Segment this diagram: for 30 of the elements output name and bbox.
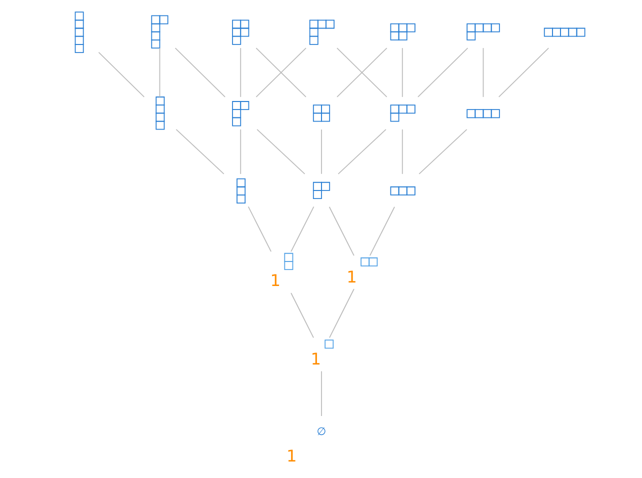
node-label: 1 [286,446,296,466]
node-text: ∅ [316,425,326,438]
connector [256,129,305,174]
connector [336,48,387,98]
connector [240,48,241,98]
connector [418,129,467,174]
connector [320,370,322,416]
node-label: 1 [346,267,356,286]
connector [368,206,394,256]
node-label: 1 [310,350,320,369]
connector [498,48,549,98]
connector [174,48,225,98]
connector [417,48,468,98]
connector [337,129,386,174]
connector [175,129,224,174]
connector [290,292,314,338]
connector [255,48,306,98]
connector [158,48,160,98]
connector [401,129,402,174]
connector [328,288,354,338]
connector [482,48,484,98]
connector [98,52,144,98]
node-box [324,340,334,349]
connector [328,206,354,256]
connector [247,206,272,252]
connector [240,129,241,174]
connector [290,206,314,252]
connector [401,48,402,98]
connector [320,129,322,174]
node-label: 1 [270,271,280,290]
